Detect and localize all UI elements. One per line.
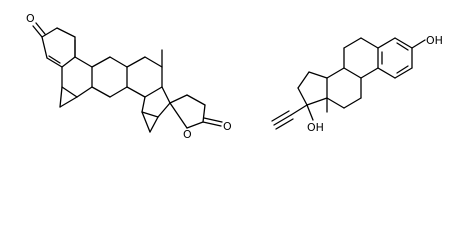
ketone-o-label: O [26, 12, 35, 25]
ring-b [61, 56, 93, 98]
molecule-right: OH OH [271, 34, 443, 134]
spiro-lactone [169, 94, 223, 129]
ethynyl-group [271, 104, 308, 130]
ketone-carbonyl [32, 22, 46, 38]
hydroxyl-oh-label: OH [307, 121, 324, 134]
cyclopropane-e [141, 111, 159, 133]
ring-o-label: O [183, 128, 192, 141]
ring-e [141, 86, 171, 118]
phenol-oh-label: OH [426, 34, 443, 47]
molecule-left: O O O [26, 12, 232, 141]
aromatic-ring-a [377, 37, 413, 79]
ring-a [41, 27, 76, 68]
structure-canvas: O O O OH [26, 12, 443, 141]
cyclopropane-b [59, 86, 78, 108]
phenol-bond [411, 39, 426, 49]
ring-c-right [326, 67, 362, 109]
ring-d-right [297, 71, 328, 106]
lactone-o-label: O [223, 120, 232, 133]
ring-c [91, 56, 128, 98]
ring-b-right [343, 37, 379, 79]
hydroxyl-bond [306, 104, 314, 121]
ring-d [126, 56, 163, 98]
structure-drawing: O O O OH [26, 12, 443, 141]
